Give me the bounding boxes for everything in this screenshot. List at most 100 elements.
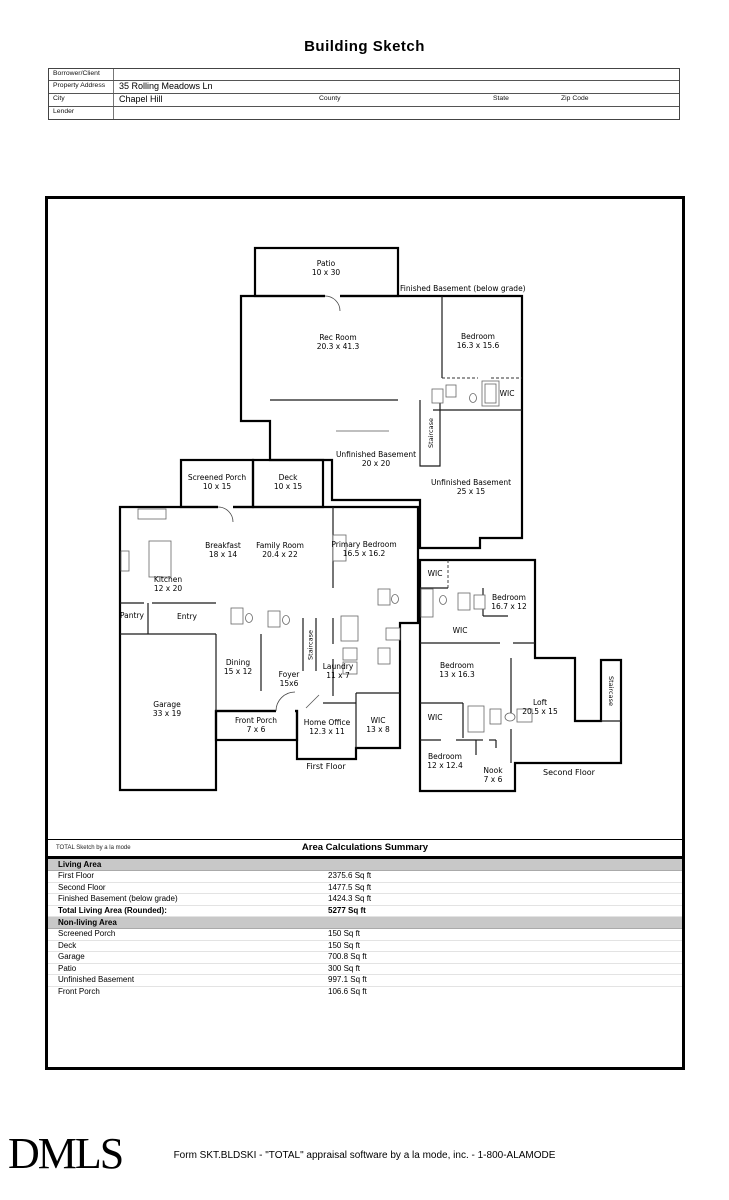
room-label-dining: Dining bbox=[226, 658, 250, 667]
form-row-lender: Lender bbox=[49, 107, 679, 119]
summary-row: Second Floor 1477.5 Sq ft bbox=[48, 882, 682, 894]
bath-fixtures bbox=[420, 588, 533, 733]
kitchen-fixtures bbox=[120, 508, 172, 578]
first-floor-label: First Floor bbox=[306, 762, 346, 771]
summary-row-total: Total Living Area (Rounded): 5277 Sq ft bbox=[48, 905, 682, 917]
row-value: 1424.3 Sq ft bbox=[328, 894, 372, 903]
room-label-bedroom167: Bedroom bbox=[492, 593, 526, 602]
row-value: 700.8 Sq ft bbox=[328, 952, 367, 961]
room-label-ff-wic: WIC bbox=[371, 716, 386, 725]
row-value: 5277 Sq ft bbox=[328, 905, 366, 915]
row-value: 150 Sq ft bbox=[328, 940, 361, 950]
row-value: 997.1 Sq ft bbox=[328, 975, 367, 984]
row-label: Second Floor bbox=[58, 882, 106, 892]
room-dim-bedroom167: 16.7 x 12 bbox=[491, 602, 527, 611]
column-divider bbox=[113, 94, 114, 106]
room-dim-dining: 15 x 12 bbox=[224, 667, 253, 676]
section-header-non-living-area: Non-living Area bbox=[48, 917, 682, 929]
front-door-arc bbox=[275, 691, 296, 712]
room-label-pantry: Pantry bbox=[120, 611, 145, 620]
floor-plan-sketch: Staircase Patio 10 x 30 Finished Basemen… bbox=[118, 246, 623, 793]
column-divider bbox=[113, 107, 114, 119]
column-divider bbox=[113, 81, 114, 93]
staircase-walls bbox=[419, 400, 441, 467]
first-floor-plan: Staircase Screened Porch 10 x 15 Deck 10… bbox=[118, 458, 420, 792]
room-dim-bedroom13: 13 x 16.3 bbox=[439, 670, 475, 679]
nook-partitions bbox=[475, 739, 497, 755]
row-value: 300 Sq ft bbox=[328, 963, 361, 973]
summary-row: Front Porch 106.6 Sq ft bbox=[48, 987, 682, 998]
section-header-living-area: Living Area bbox=[48, 859, 682, 871]
room-label-home-office: Home Office bbox=[304, 718, 351, 727]
room-dim-laundry: 11 x 7 bbox=[326, 671, 350, 680]
room-label-bedroom13: Bedroom bbox=[440, 661, 474, 670]
summary-title: Area Calculations Summary bbox=[301, 842, 429, 853]
property-form-table: Borrower/Client Property Address 35 Roll… bbox=[48, 68, 680, 120]
room-dim-nook: 7 x 6 bbox=[484, 775, 503, 784]
summary-row: Garage 700.8 Sq ft bbox=[48, 952, 682, 964]
room-label-kitchen: Kitchen bbox=[154, 575, 182, 584]
bath-fixtures bbox=[230, 588, 401, 675]
room-label-laundry: Laundry bbox=[323, 662, 354, 671]
area-calculations-summary: TOTAL Sketch by a la mode Area Calculati… bbox=[48, 839, 682, 997]
fireplace bbox=[332, 534, 347, 562]
row-label: First Floor bbox=[58, 871, 94, 880]
room-label-unfinished20: Unfinished Basement bbox=[336, 450, 416, 459]
summary-header: TOTAL Sketch by a la mode Area Calculati… bbox=[48, 840, 682, 859]
basement-floor-label: Finished Basement (below grade) bbox=[400, 284, 526, 293]
row-value: 106.6 Sq ft bbox=[328, 986, 367, 996]
room-dim-kitchen: 12 x 20 bbox=[154, 584, 183, 593]
door-arc bbox=[324, 295, 341, 312]
room-label-wic-top: WIC bbox=[428, 569, 443, 578]
room-label-front-porch: Front Porch bbox=[235, 716, 277, 725]
summary-row: Deck 150 Sq ft bbox=[48, 940, 682, 952]
summary-row: First Floor 2375.6 Sq ft bbox=[48, 871, 682, 883]
room-dim-front-porch: 7 x 6 bbox=[247, 725, 266, 734]
room-label-loft: Loft bbox=[533, 698, 547, 707]
summary-brand: TOTAL Sketch by a la mode bbox=[56, 845, 131, 851]
room-dim-family-room: 20.4 x 22 bbox=[262, 550, 298, 559]
second-floor-label: Second Floor bbox=[543, 768, 596, 777]
room-label-bedroom12: Bedroom bbox=[428, 752, 462, 761]
room-label-primary-bedroom: Primary Bedroom bbox=[331, 540, 396, 549]
row-label: Garage bbox=[58, 952, 85, 961]
room-dim-unfinished25: 25 x 15 bbox=[457, 487, 486, 496]
room-label-family-room: Family Room bbox=[256, 541, 304, 550]
summary-row: Patio 300 Sq ft bbox=[48, 963, 682, 975]
room-label-unfinished25: Unfinished Basement bbox=[431, 478, 511, 487]
summary-row: Unfinished Basement 997.1 Sq ft bbox=[48, 975, 682, 987]
room-label-basement-wic: WIC bbox=[500, 389, 515, 398]
room-dim-bedroom12: 12 x 12.4 bbox=[427, 761, 463, 770]
county-label: County bbox=[319, 95, 341, 102]
row-label: Screened Porch bbox=[58, 929, 116, 938]
staircase-label: Staircase bbox=[607, 676, 615, 706]
city-label: City bbox=[53, 95, 65, 102]
room-label-patio: Patio bbox=[317, 259, 336, 268]
lender-label: Lender bbox=[53, 108, 75, 115]
second-floor-plan: Staircase bbox=[418, 558, 623, 793]
page-title: Building Sketch bbox=[304, 38, 425, 55]
row-value: 2375.6 Sq ft bbox=[328, 871, 372, 880]
staircase-label: Staircase bbox=[307, 630, 315, 660]
room-label-garage: Garage bbox=[153, 700, 181, 709]
column-divider bbox=[113, 69, 114, 80]
room-dim-foyer: 15x6 bbox=[280, 679, 299, 688]
city-value: Chapel Hill bbox=[119, 94, 163, 104]
room-label-rec-room: Rec Room bbox=[319, 333, 356, 342]
zip-label: Zip Code bbox=[561, 95, 589, 102]
foyer-door bbox=[305, 694, 320, 709]
room-dim-basement-bedroom: 16.3 x 15.6 bbox=[457, 341, 500, 350]
room-dim-primary-bedroom: 16.5 x 16.2 bbox=[343, 549, 386, 558]
address-value: 35 Rolling Meadows Ln bbox=[119, 81, 213, 91]
basement-plan: Staircase Patio 10 x 30 Finished Basemen… bbox=[239, 246, 526, 550]
room-dim-breakfast: 18 x 14 bbox=[209, 550, 238, 559]
room-dim-unfinished20: 20 x 20 bbox=[362, 459, 391, 468]
room-label-breakfast: Breakfast bbox=[205, 541, 241, 550]
row-label: Unfinished Basement bbox=[58, 975, 135, 984]
address-label: Property Address bbox=[53, 82, 106, 89]
room-label-entry: Entry bbox=[177, 612, 198, 621]
row-label: Finished Basement (below grade) bbox=[58, 894, 178, 903]
room-label-nook: Nook bbox=[483, 766, 503, 775]
row-value: 1477.5 Sq ft bbox=[328, 882, 372, 892]
row-label: Patio bbox=[58, 963, 77, 973]
